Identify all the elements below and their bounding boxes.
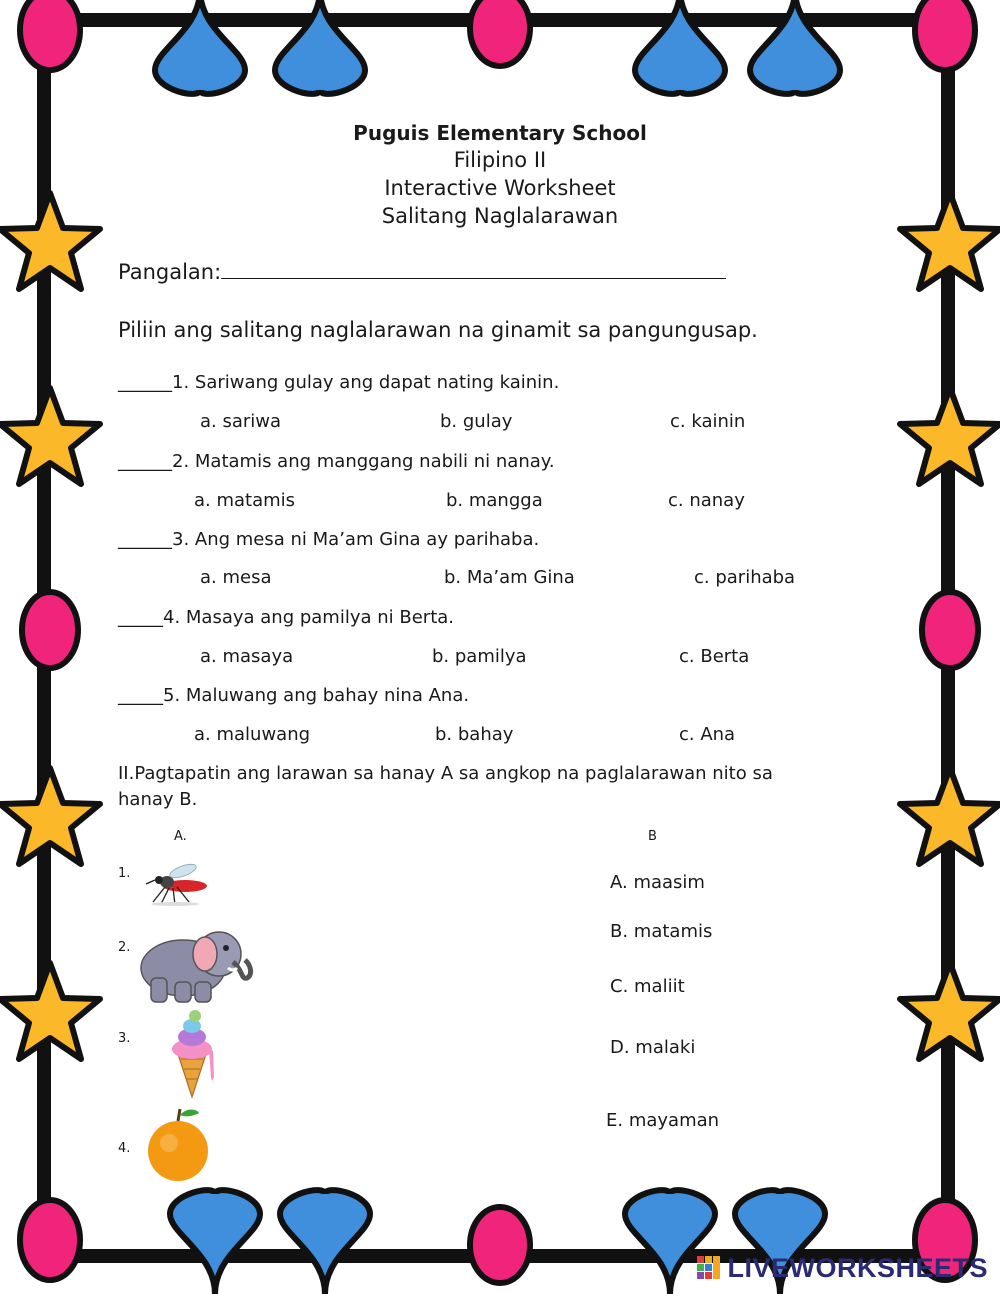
option-c: c. nanay <box>668 490 745 511</box>
oval-icon <box>17 1197 83 1283</box>
choice-c: C. maliit <box>610 976 685 997</box>
option-c: c. Ana <box>679 724 736 745</box>
liveworksheets-wordmark: LIVEWORKSHEETS <box>727 1252 988 1283</box>
mosquito-icon <box>145 863 207 906</box>
answer-blank[interactable]: _____ <box>118 607 163 628</box>
option-b: b. Ma’am Gina <box>444 567 575 588</box>
name-label: Pangalan: <box>118 260 222 284</box>
heart-icon <box>631 0 729 97</box>
question-3: ______3. Ang mesa ni Ma’am Gina ay parih… <box>118 529 540 550</box>
oval-icon <box>19 589 81 671</box>
answer-blank[interactable]: ______ <box>118 451 172 472</box>
option-c: c. kainin <box>670 411 746 432</box>
option-c: c. Berta <box>679 646 750 667</box>
question-1: ______1. Sariwang gulay ang dapat nating… <box>118 372 560 393</box>
heart-icon <box>271 0 369 97</box>
option-b: b. gulay <box>440 411 513 432</box>
option-c: c. parihaba <box>694 567 796 588</box>
oval-icon <box>919 589 981 671</box>
question-5: _____5. Maluwang ang bahay nina Ana. <box>118 685 470 706</box>
school-name: Puguis Elementary School <box>353 121 647 145</box>
liveworksheets-logo-icon <box>697 1256 721 1279</box>
oval-icon <box>912 0 978 73</box>
ice-cream-icon <box>172 1010 214 1099</box>
oval-icon <box>912 1197 978 1283</box>
item-number: 4. <box>118 1141 131 1156</box>
option-b: b. mangga <box>446 490 543 511</box>
liveworksheets-logo: LIVEWORKSHEETS <box>697 1252 988 1284</box>
option-b: b. pamilya <box>432 646 527 667</box>
answer-blank[interactable]: ______ <box>118 372 172 393</box>
option-b: b. bahay <box>435 724 514 745</box>
elephant-icon <box>140 931 254 1003</box>
instruction-1: Piliin ang salitang naglalarawan na gina… <box>118 318 758 342</box>
option-a: a. maluwang <box>194 724 311 745</box>
option-a: a. sariwa <box>200 411 282 432</box>
name-field[interactable] <box>221 260 727 279</box>
oval-icon <box>467 1204 533 1286</box>
option-a: a. matamis <box>194 490 296 511</box>
choice-b: B. matamis <box>610 921 713 942</box>
choice-e: E. mayaman <box>606 1110 720 1131</box>
column-a-label: A. <box>174 829 187 844</box>
option-a: a. mesa <box>200 567 272 588</box>
subject: Filipino II <box>453 148 547 172</box>
heart-icon <box>746 0 844 97</box>
item-number: 2. <box>118 940 131 955</box>
topic-title: Salitang Naglalarawan <box>381 204 619 228</box>
answer-blank[interactable]: _____ <box>118 685 163 706</box>
item-number: 3. <box>118 1031 131 1046</box>
answer-blank[interactable]: ______ <box>118 529 172 550</box>
heart-icon <box>151 0 249 97</box>
heart-icon <box>621 1187 719 1294</box>
orange-icon <box>148 1108 208 1181</box>
question-4: _____4. Masaya ang pamilya ni Berta. <box>118 607 455 628</box>
oval-icon <box>467 0 533 69</box>
instruction-2-line-1: II.Pagtapatin ang larawan sa hanay A sa … <box>118 763 773 784</box>
item-number: 1. <box>118 866 131 881</box>
option-a: a. masaya <box>200 646 294 667</box>
choice-a: A. maasim <box>610 872 705 893</box>
oval-icon <box>17 0 83 73</box>
column-b-label: B <box>648 829 657 844</box>
choice-d: D. malaki <box>610 1037 696 1058</box>
instruction-2-line-2: hanay B. <box>118 789 198 810</box>
heart-icon <box>166 1187 264 1294</box>
heart-icon <box>276 1187 374 1294</box>
worksheet-type: Interactive Worksheet <box>384 176 616 200</box>
heart-icon <box>731 1187 829 1294</box>
name-row: Pangalan: <box>118 260 727 284</box>
question-2: ______2. Matamis ang manggang nabili ni … <box>118 451 555 472</box>
